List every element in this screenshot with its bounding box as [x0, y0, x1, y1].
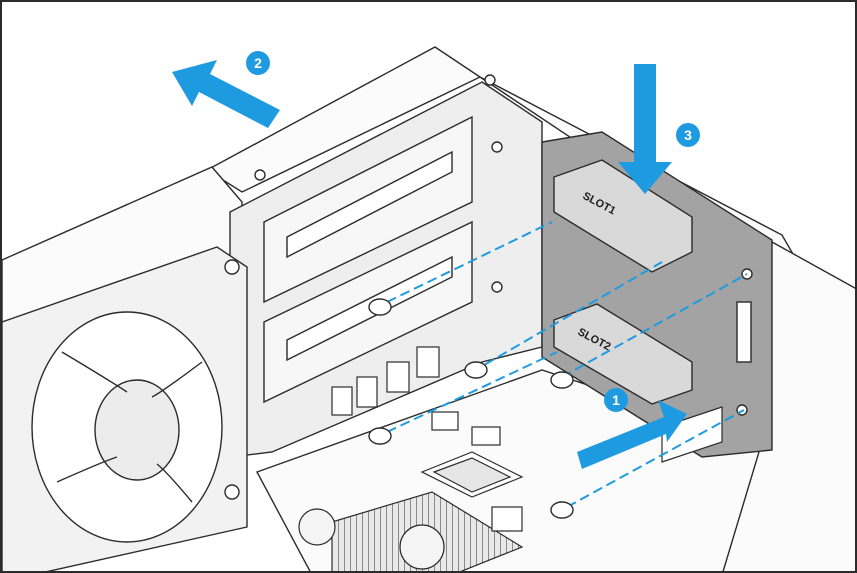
component-block: [491, 506, 523, 532]
component-block: [471, 426, 501, 446]
step-badge-2: 2: [246, 51, 270, 75]
svg-text:2: 2: [254, 55, 262, 71]
pcie-bracket: [229, 74, 543, 458]
capacitor: [298, 508, 336, 546]
guide-line: [386, 221, 553, 303]
guide-line: [561, 273, 748, 378]
bracket-screw-hole: [491, 141, 503, 153]
screw-icon: [368, 298, 574, 519]
component-block: [416, 346, 440, 378]
cooling-fan-icon: [2, 246, 248, 571]
fan-blade: [156, 463, 193, 503]
guide-line: [386, 351, 558, 433]
screw: [368, 298, 392, 316]
step-badges: 1 2 3: [246, 51, 700, 412]
guide-line: [566, 409, 745, 508]
expansion-card: [541, 131, 773, 458]
motherboard: [298, 346, 723, 571]
component-block: [431, 411, 459, 431]
bracket-screw-hole: [254, 169, 266, 181]
cpu-chip: [432, 457, 512, 493]
step-badge-3: 3: [676, 123, 700, 147]
fan-hub: [94, 379, 180, 481]
screw: [368, 427, 392, 445]
bracket-screw-hole: [484, 74, 496, 86]
slot1-connector: [553, 159, 693, 273]
fan-screw: [224, 484, 240, 500]
component-block: [356, 376, 378, 408]
svg-text:3: 3: [684, 127, 692, 143]
step-badge-1: 1: [604, 388, 628, 412]
connector-header: [661, 406, 723, 463]
fan-blade: [151, 361, 203, 398]
bracket-slot-opening-upper: [286, 150, 453, 259]
component-block: [386, 361, 410, 393]
arrow-step-1: [577, 400, 687, 469]
fan-blade: [56, 456, 118, 483]
svg-text:1: 1: [612, 392, 620, 408]
step-arrows: [172, 60, 687, 469]
arrow-step-3: [618, 64, 672, 194]
capacitor: [399, 524, 445, 570]
arrow-step-2: [172, 60, 280, 128]
screw: [550, 371, 574, 389]
fan-blade: [61, 351, 128, 393]
bracket-screw-hole: [491, 281, 503, 293]
component-block: [331, 386, 353, 416]
slot2-connector: [553, 303, 693, 405]
card-cutout: [736, 301, 752, 363]
guide-line: [471, 261, 663, 373]
fan-screw: [224, 259, 240, 275]
screw: [550, 501, 574, 519]
screw: [464, 361, 488, 379]
alignment-guides: [386, 221, 748, 508]
